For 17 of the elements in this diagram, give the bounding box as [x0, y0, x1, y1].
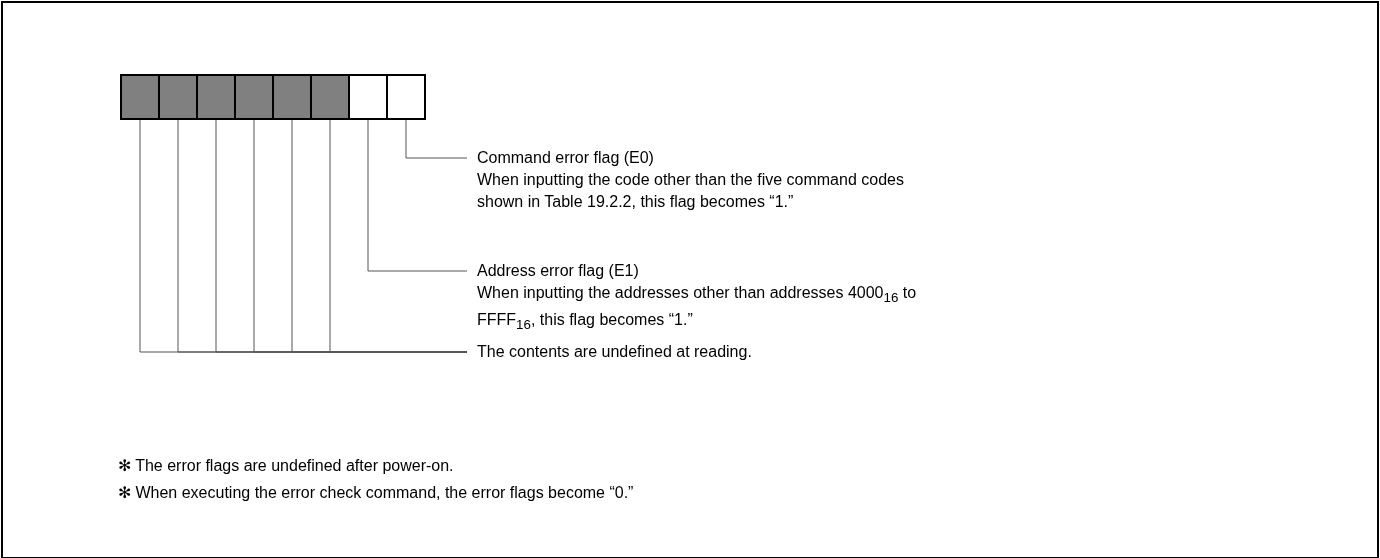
register-bit-cell	[158, 74, 198, 120]
register-bit-cell	[272, 74, 312, 120]
register-bit-cell	[196, 74, 236, 120]
register-bit-cell	[386, 74, 426, 120]
leader-line	[405, 119, 468, 159]
flag-description: When inputting the addresses other than addresses 4000$_{16}$ to FFFF$_{16}$, this flag becomes “1.”	[477, 283, 918, 335]
flag-name: Address error flag (E1)	[477, 261, 640, 281]
flag-name: Command error flag (E0)	[477, 148, 655, 168]
footnote: ✻ When executing the error check command, the error flags become “0.”	[118, 483, 634, 503]
footnote: ✻ The error flags are undefined after power-on.	[118, 456, 454, 476]
bit-description: The contents are undefined at reading.	[477, 342, 753, 362]
register-bit-cell	[120, 74, 160, 120]
register-bit-cell	[310, 74, 350, 120]
flag-description: When inputting the code other than the five command codes shown in Table 19.2.2, this flag becomes “1.”	[477, 170, 905, 212]
register-bit-cell	[234, 74, 274, 120]
leader-line	[367, 119, 468, 272]
register-bit-cell	[348, 74, 388, 120]
